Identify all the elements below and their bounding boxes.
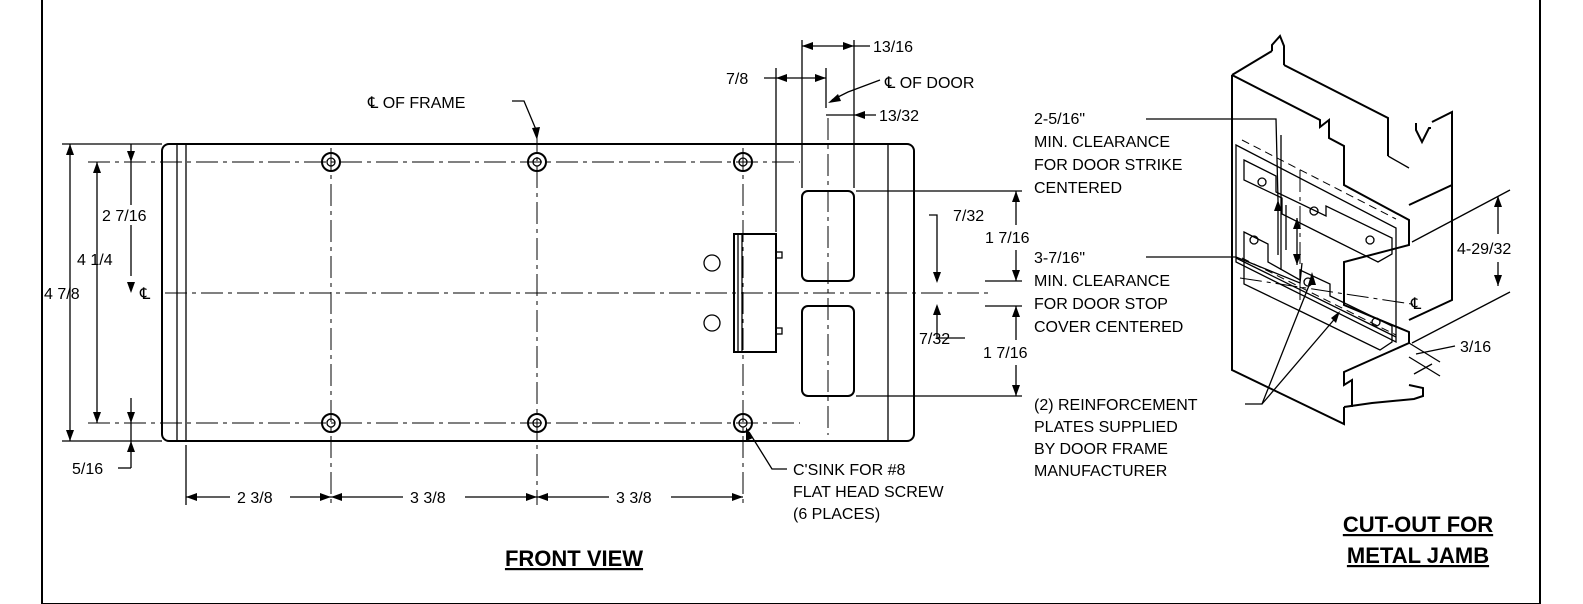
screw-holes bbox=[321, 152, 753, 433]
mounting-hole-lower bbox=[703, 314, 721, 332]
metal-jamb-title-line2: METAL JAMB bbox=[1347, 543, 1489, 568]
metal-jamb-labels: 2-5/16" MIN. CLEARANCE FOR DOOR STRIKE C… bbox=[1034, 111, 1511, 568]
metal-jamb-title-line1: CUT-OUT FOR bbox=[1343, 512, 1493, 537]
strike-clearance-line4: CENTERED bbox=[1034, 180, 1122, 197]
strike-block bbox=[733, 233, 783, 353]
strike-clearance-line2: MIN. CLEARANCE bbox=[1034, 134, 1170, 151]
door-cutout-lower bbox=[801, 305, 855, 397]
dim-4-7-8: 4 7/8 bbox=[44, 286, 80, 303]
front-view bbox=[62, 40, 1022, 505]
dim-1-7-16-bottom: 1 7/16 bbox=[983, 345, 1028, 362]
stop-clearance-dim: 3-7/16" bbox=[1034, 250, 1085, 267]
dim-5-16: 5/16 bbox=[72, 461, 103, 478]
csink-note-line2: FLAT HEAD SCREW bbox=[793, 484, 944, 501]
strike-clearance-line3: FOR DOOR STRIKE bbox=[1034, 157, 1182, 174]
cl-symbol-front: ℄ bbox=[139, 286, 151, 303]
stop-clearance-line4: COVER CENTERED bbox=[1034, 319, 1183, 336]
dim-3-16: 3/16 bbox=[1460, 339, 1491, 356]
reinforcement-note-line1: (2) REINFORCEMENT bbox=[1034, 397, 1198, 414]
mounting-hole-upper bbox=[703, 254, 721, 272]
dim-13-32: 13/32 bbox=[879, 108, 919, 125]
dim-7-32-top: 7/32 bbox=[953, 208, 984, 225]
label-cl-of-frame: ℄ OF FRAME bbox=[367, 95, 465, 112]
dim-4-29-32: 4-29/32 bbox=[1457, 241, 1511, 258]
strike-clearance-dim: 2-5/16" bbox=[1034, 111, 1085, 128]
front-view-labels: ℄ OF FRAME ℄ OF DOOR 13/16 7/8 13/32 2 7… bbox=[44, 39, 1030, 571]
dim-3-3-8-right: 3 3/8 bbox=[616, 490, 652, 507]
reinforcement-note-line2: PLATES SUPPLIED bbox=[1034, 419, 1178, 436]
stop-clearance-line2: MIN. CLEARANCE bbox=[1034, 273, 1170, 290]
dim-7-32-bottom: 7/32 bbox=[919, 331, 950, 348]
dim-2-7-16: 2 7/16 bbox=[102, 208, 147, 225]
door-cutout-upper bbox=[801, 190, 855, 282]
stop-clearance-line3: FOR DOOR STOP bbox=[1034, 296, 1168, 313]
csink-note-line1: C'SINK FOR #8 bbox=[793, 462, 906, 479]
reinforcement-note-line4: MANUFACTURER bbox=[1034, 463, 1167, 480]
dim-3-3-8-left: 3 3/8 bbox=[410, 490, 446, 507]
csink-note-line3: (6 PLACES) bbox=[793, 506, 880, 523]
metal-jamb-view bbox=[1146, 34, 1511, 426]
dim-4-1-4: 4 1/4 bbox=[77, 252, 113, 269]
sheet-border bbox=[41, 0, 1541, 604]
dim-13-16: 13/16 bbox=[873, 39, 913, 56]
reinforcement-note-line3: BY DOOR FRAME bbox=[1034, 441, 1168, 458]
front-view-title: FRONT VIEW bbox=[505, 546, 643, 571]
cl-symbol-jamb: ℄ bbox=[1410, 296, 1422, 313]
dim-2-3-8: 2 3/8 bbox=[237, 490, 273, 507]
dim-1-7-16-top: 1 7/16 bbox=[985, 230, 1030, 247]
dim-7-8: 7/8 bbox=[726, 71, 748, 88]
label-cl-of-door: ℄ OF DOOR bbox=[884, 75, 974, 92]
